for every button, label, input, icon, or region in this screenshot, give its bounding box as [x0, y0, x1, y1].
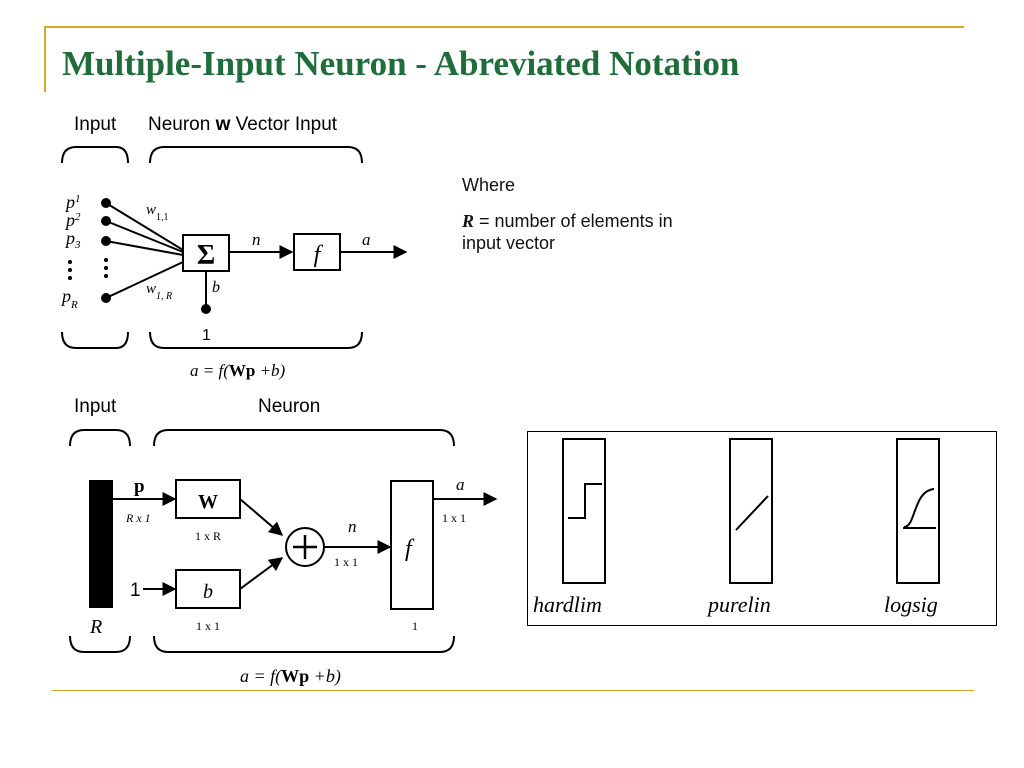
- top-weight-lines: [105, 202, 184, 299]
- weight-w1R: w1, R: [146, 281, 172, 302]
- purelin-function: purelin: [706, 438, 773, 617]
- hardlim-curve: [568, 483, 602, 519]
- bias-input-one: 1: [130, 580, 141, 601]
- bottom-f-label: f: [405, 536, 415, 562]
- left-rule: [44, 26, 46, 92]
- top-bias-input: 1: [202, 327, 211, 344]
- bias-dim: 1 x 1: [196, 619, 220, 633]
- top-f-label: f: [314, 242, 324, 268]
- bias-label: b: [203, 581, 213, 603]
- bottom-equation: a = f(Wp +b): [240, 666, 341, 687]
- top-a-label: a: [362, 230, 371, 249]
- top-neuron-bracket-upper: [149, 146, 363, 164]
- bottom-rule: [52, 690, 974, 691]
- purelin-curve: [735, 495, 769, 531]
- top-input-bracket-lower: [61, 331, 129, 349]
- bottom-a-label: a: [456, 475, 465, 494]
- where-definition: = number of elements in input vector: [462, 211, 673, 253]
- input-vector-size: R: [89, 616, 102, 638]
- top-ellipsis-left: [68, 260, 72, 280]
- hardlim-function: hardlim: [533, 438, 606, 617]
- logsig-box: [896, 438, 940, 584]
- bottom-neuron-bracket-lower: [153, 635, 455, 653]
- bottom-diagram: Input Neuron R p R x 1 W 1 x R 1 b 1 x 1: [69, 396, 498, 687]
- weight-to-sum-arrow: [239, 498, 284, 536]
- bottom-transfer-box: [390, 480, 434, 610]
- logsig-curve: [903, 488, 935, 528]
- input-vector-bar: [89, 480, 113, 608]
- bias-to-sum-arrow: [239, 557, 284, 590]
- p-label: p: [134, 476, 145, 497]
- bottom-neuron-label: Neuron: [258, 396, 320, 417]
- top-input-symbols: p1 p2 p3 pR: [60, 192, 81, 311]
- input-p1: p1: [64, 192, 81, 212]
- p-dim: R x 1: [125, 511, 151, 525]
- top-bias-node: [201, 304, 211, 314]
- bottom-n-label: n: [348, 517, 357, 536]
- page-title: Multiple-Input Neuron - Abreviated Notat…: [62, 44, 740, 83]
- purelin-box: [729, 438, 773, 584]
- where-note: Where R = number of elements in input ve…: [462, 174, 682, 254]
- hardlim-label: hardlim: [533, 592, 602, 617]
- weight-w11: w1,1: [146, 202, 169, 223]
- logsig-label: logsig: [884, 592, 938, 617]
- top-input-bracket-upper: [61, 146, 129, 164]
- where-heading: Where: [462, 175, 516, 195]
- bottom-a-dim: 1 x 1: [442, 511, 466, 525]
- transfer-functions-panel: hardlim purelin logsig: [533, 438, 940, 617]
- top-rule: [44, 26, 964, 28]
- top-input-label: Input: [74, 114, 117, 135]
- logsig-function: logsig: [884, 438, 940, 617]
- weight-matrix-dim: 1 x R: [195, 529, 221, 543]
- bottom-input-bracket-upper: [69, 429, 131, 447]
- transfer-functions-frame: [527, 431, 997, 626]
- top-input-nodes: [101, 198, 111, 303]
- top-n-label: n: [252, 230, 261, 249]
- weight-matrix-box: [175, 479, 241, 519]
- weight-matrix-label: W: [198, 491, 218, 513]
- top-ellipsis-nodes: [104, 258, 108, 278]
- top-neuron-label: Neuron w Vector Input: [148, 114, 338, 135]
- top-bias-label: b: [212, 279, 220, 296]
- where-variable: R: [462, 211, 475, 231]
- top-diagram: Input Neuron w Vector Input p1 p2 p3 pR: [60, 114, 408, 380]
- top-neuron-bracket-lower: [149, 331, 363, 349]
- bottom-input-label: Input: [74, 396, 117, 417]
- bottom-neuron-bracket-upper: [153, 429, 455, 447]
- input-pR: pR: [60, 286, 78, 311]
- bottom-f-dim: 1: [412, 619, 418, 633]
- input-p3: p3: [64, 228, 81, 251]
- top-equation: a = f(Wp +b): [190, 361, 286, 380]
- bottom-n-dim: 1 x 1: [334, 555, 358, 569]
- bottom-input-bracket-lower: [69, 635, 131, 653]
- sigma-symbol: Σ: [197, 240, 215, 271]
- input-p2: p2: [64, 210, 81, 230]
- purelin-label: purelin: [706, 592, 771, 617]
